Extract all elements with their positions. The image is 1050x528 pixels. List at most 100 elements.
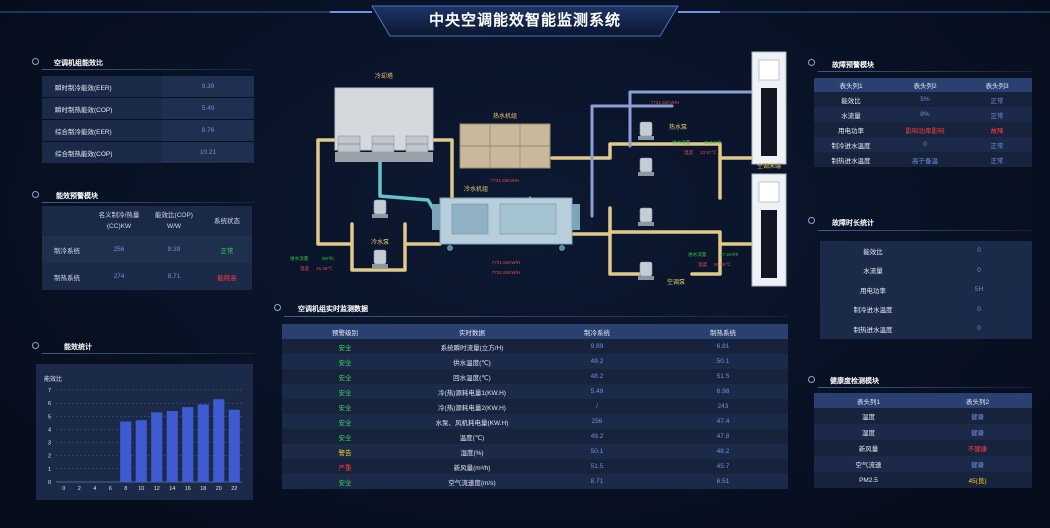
cooling-value: 51.5 (536, 459, 658, 474)
flow-value: 11.6m³/h (704, 140, 722, 145)
row-label: 瞬时制热能效(COP) (42, 97, 162, 120)
fault-time-title: 故障时长统计 (832, 220, 874, 227)
y-tick-label: 4 (48, 427, 51, 433)
column-header: 系统状态 (202, 206, 252, 236)
fault-detail: 8% (888, 107, 962, 122)
temp-label: 温度 (684, 149, 694, 156)
table-header-row: 预警级别 实时数据 制冷系统 制热系统 (282, 324, 788, 339)
chart-bar (228, 409, 240, 482)
pipe-tan (316, 138, 354, 246)
energy-stats-title: 能效统计 (64, 344, 92, 351)
fault-status: 正常 (962, 92, 1032, 107)
x-tick-label: 16 (185, 486, 191, 492)
energy-readout: 7731.92KW/H (651, 100, 680, 105)
flow-label: 进水流量 (672, 139, 691, 146)
heating-value: 6.81 (658, 339, 788, 354)
alert-level: 安全 (282, 399, 408, 414)
alert-level: 安全 (282, 384, 408, 399)
hot-water-pump-label: 热水泵 (669, 123, 687, 131)
column-header: 制热系统 (658, 324, 788, 339)
cooling-pump-label: 冷水泵 (371, 238, 389, 246)
row-value: 10.21 (162, 141, 254, 164)
title-bar-frame (0, 5, 1050, 37)
cooling-value: 256 (536, 414, 658, 429)
x-tick-label: 2 (78, 486, 81, 492)
row-label: 综合制冷能效(EER) (42, 119, 162, 142)
health-item: PM2.5 (814, 472, 923, 488)
pump-icon (372, 249, 388, 268)
heating-value: 8.98 (658, 384, 788, 399)
table-row: 新风量不健康 (814, 440, 1032, 456)
chart-bar (151, 412, 163, 482)
fault-status: 正常 (962, 107, 1032, 122)
table-row: 制冷系统 256 9.39 正常 (42, 236, 252, 263)
x-tick-label: 8 (124, 486, 127, 492)
pipe-tan (550, 142, 722, 200)
fault-item: 能效比 (814, 92, 888, 107)
heating-value: 48.2 (658, 444, 788, 459)
pump-icon (638, 261, 654, 280)
table-row: 瞬时制热能效(COP)5.49 (42, 97, 254, 120)
capacity-value: 274 (92, 263, 146, 290)
column-header: 能效比(COP) W/W (146, 206, 202, 236)
table-header-row: 表头列1 表头列2 表头列3 (814, 78, 1032, 92)
x-tick-label: 20 (216, 486, 222, 492)
table-row: 湿度健康 (814, 424, 1032, 440)
column-header: 表头列1 (814, 393, 923, 408)
column-header: 表头列2 (888, 78, 962, 92)
energy-readout: 7731.92KW/H (491, 178, 520, 183)
x-tick-label: 14 (169, 486, 175, 492)
efficiency-warning-title: 能效预警模块 (56, 193, 98, 200)
section-bullet-icon (32, 191, 39, 198)
temp-value: 16.48℃ (316, 266, 333, 271)
section-divider (42, 353, 254, 354)
pump-icon (638, 157, 654, 176)
health-status: 45(良) (923, 472, 1032, 488)
fault-duration: 0 (926, 260, 1032, 280)
section-divider (284, 316, 786, 317)
section-divider (818, 71, 1032, 72)
fault-item: 制冷进水温度 (820, 299, 926, 319)
column-header: 表头列1 (814, 78, 888, 92)
section-bullet-icon (32, 58, 39, 65)
section-divider (818, 230, 1032, 231)
heating-value: 45.7 (658, 459, 788, 474)
y-tick-label: 0 (48, 480, 51, 486)
cooling-value: 8.71 (536, 474, 658, 489)
cooling-value: 48.2 (536, 369, 658, 384)
y-tick-label: 5 (48, 414, 51, 420)
metric-name: 温度(℃) (408, 429, 536, 444)
status-badge: 能耗高 (202, 263, 252, 290)
x-tick-label: 10 (138, 486, 144, 492)
health-item: 空气流速 (814, 456, 923, 472)
y-tick-label: 7 (48, 388, 51, 394)
health-item: 新风量 (814, 440, 923, 456)
alert-level: 安全 (282, 369, 408, 384)
hot-water-unit (459, 123, 551, 169)
section-bullet-icon (274, 304, 281, 311)
heating-value: 50.1 (658, 354, 788, 369)
table-row: 综合制热能效(COP)10.21 (42, 141, 254, 164)
section-bullet-icon (32, 342, 39, 349)
hot-water-unit-label: 热水机组 (493, 112, 517, 120)
section-bullet-icon (808, 217, 815, 224)
capacity-value: 256 (92, 236, 146, 263)
column-header: 表头列3 (962, 78, 1032, 92)
temp-label: 温度 (300, 265, 310, 272)
health-status: 健康 (923, 408, 1032, 424)
fault-status: 正常 (962, 137, 1032, 152)
metric-name: 回水温度(℃) (408, 369, 536, 384)
ac-terminal-unit (751, 51, 787, 165)
health-item: 温度 (814, 408, 923, 424)
